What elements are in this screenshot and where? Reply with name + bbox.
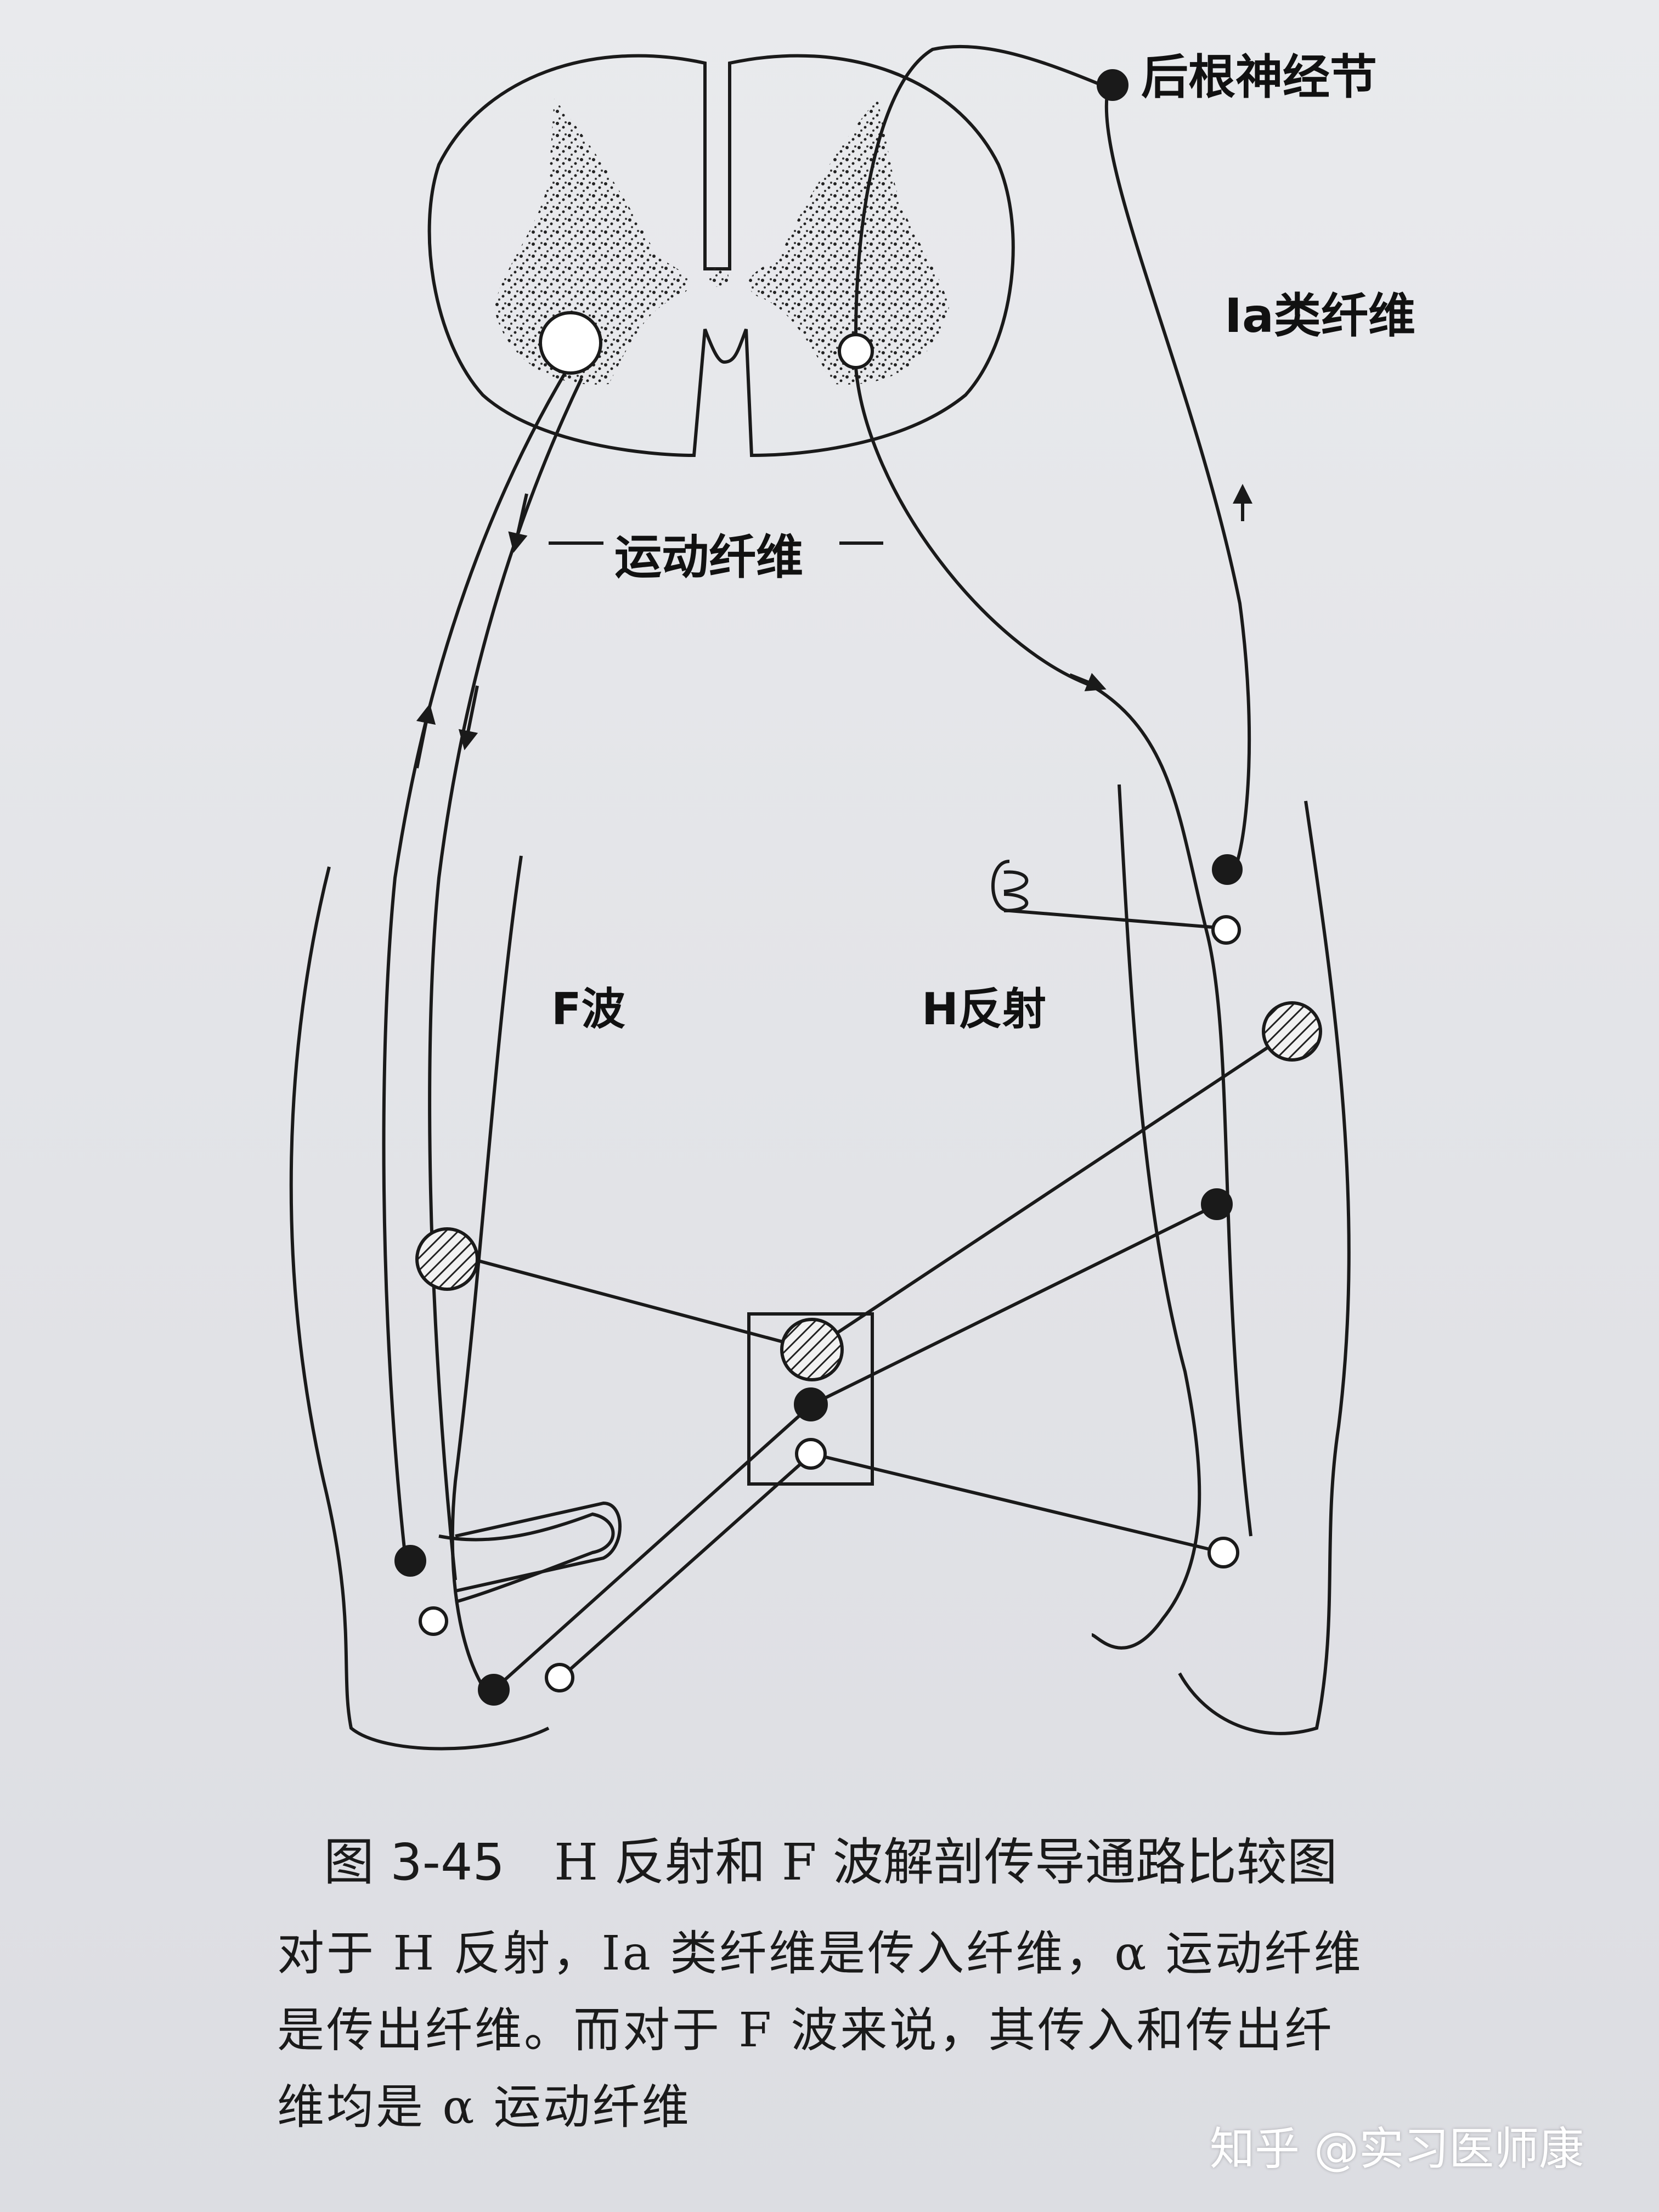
- central-canal: [709, 267, 729, 287]
- lead-h-white: [811, 1452, 1224, 1554]
- caption-line-3: 维均是 α 运动纤维: [277, 2080, 691, 2135]
- label-h-reflex: H反射: [922, 984, 1046, 1035]
- f-stim-black: [394, 1545, 426, 1577]
- figure-title-text: H 反射和 F 波解剖传导通路比较图: [554, 1833, 1338, 1892]
- lead-h-hatched: [811, 1030, 1293, 1351]
- f-stim-white: [419, 1606, 448, 1636]
- box-white-electrode: [795, 1438, 827, 1470]
- h-stim-black: [1212, 854, 1243, 885]
- figure-number: 图 3-45: [324, 1833, 505, 1892]
- f-wave-motor-neuron: [539, 311, 602, 375]
- motor-fiber-up-arrow: [415, 703, 436, 769]
- box-black-electrode: [794, 1387, 828, 1421]
- label-dorsal-root-ganglion: 后根神经节: [1141, 50, 1377, 105]
- motor-fiber-outer: [382, 372, 567, 1564]
- h-stimulator-fingers: [1003, 870, 1029, 912]
- ia-fiber: [1104, 87, 1251, 879]
- h-leg-outline-left: [1091, 784, 1201, 1650]
- lead-h-black: [811, 1203, 1219, 1406]
- h-reflex-motor-neuron: [838, 333, 874, 369]
- f-hand-stimulator: [455, 1501, 622, 1593]
- label-motor-fiber: 运动纤维: [614, 530, 803, 585]
- drg-dot: [1097, 69, 1128, 101]
- h-leg-outline-right: [1178, 800, 1351, 1735]
- f-hatched-electrode: [415, 1227, 479, 1291]
- f-rec-black: [478, 1674, 510, 1706]
- motor-fiber-down-arrow: [458, 685, 479, 751]
- f-foot: [438, 1512, 615, 1604]
- figure-title: 图 3-45 H 反射和 F 波解剖传导通路比较图: [324, 1821, 1338, 1894]
- h-white-electrode: [1207, 1537, 1239, 1568]
- h-hand-stimulator: [991, 860, 1213, 929]
- ia-fiber-to-cord: [854, 44, 1109, 335]
- h-stim-white: [1211, 915, 1241, 945]
- caption-line-2: 是传出纤维。而对于 F 波来说，其传入和传出纤: [277, 2003, 1334, 2058]
- watermark: 知乎 @实习医师康: [1210, 2123, 1584, 2175]
- caption-line-1: 对于 H 反射，Ⅰa 类纤维是传入纤维，α 运动纤维: [277, 1926, 1363, 1981]
- gray-matter-left: [494, 99, 690, 385]
- motor-fiber-inner: [428, 377, 583, 1581]
- spinal-cord-outline: [427, 54, 1015, 458]
- motor-fiber-down-arrow-2: [508, 493, 528, 553]
- box-hatched-electrode: [780, 1318, 844, 1381]
- f-rec-white: [545, 1663, 574, 1692]
- label-f-wave: F波: [551, 984, 625, 1035]
- lead-f-black: [492, 1403, 814, 1691]
- f-leg-outline-right: [450, 855, 523, 1702]
- h-hatched-electrode: [1262, 1001, 1322, 1062]
- h-alpha-fiber: [854, 367, 1252, 1537]
- h-black-electrode: [1201, 1188, 1233, 1220]
- lead-f-white: [558, 1452, 813, 1680]
- label-ia-fiber: Ia类纤维: [1224, 289, 1416, 343]
- f-leg-outline-left: [289, 866, 550, 1751]
- lead-f-hatched: [471, 1257, 812, 1351]
- gray-matter-right: [748, 99, 949, 385]
- recording-box: [747, 1312, 874, 1486]
- alpha-arrow: [1069, 673, 1107, 692]
